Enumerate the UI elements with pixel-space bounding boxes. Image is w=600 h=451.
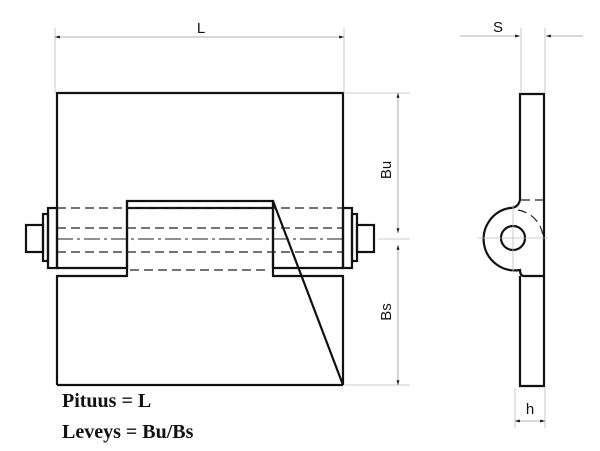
knuckle-dimension: h <box>514 388 546 428</box>
length-dimension: L <box>54 20 345 93</box>
hinge-front-view <box>24 91 376 387</box>
thickness-dimension: S <box>460 19 583 92</box>
legend-length: Pituus = L <box>62 390 152 412</box>
pin-left-end <box>24 206 59 270</box>
knuckle-label: h <box>526 401 534 418</box>
thickness-label: S <box>493 19 503 36</box>
hinge-side-view <box>478 92 548 388</box>
lower-leaf <box>55 200 345 386</box>
width-dimensions: Bu Bs <box>345 92 410 386</box>
length-label: L <box>197 20 205 37</box>
legend-width: Leveys = Bu/Bs <box>62 421 194 443</box>
pin-right-end <box>341 206 376 270</box>
upper-leaf <box>55 91 345 270</box>
lower-width-label: Bs <box>378 303 395 321</box>
upper-width-label: Bu <box>378 161 395 179</box>
